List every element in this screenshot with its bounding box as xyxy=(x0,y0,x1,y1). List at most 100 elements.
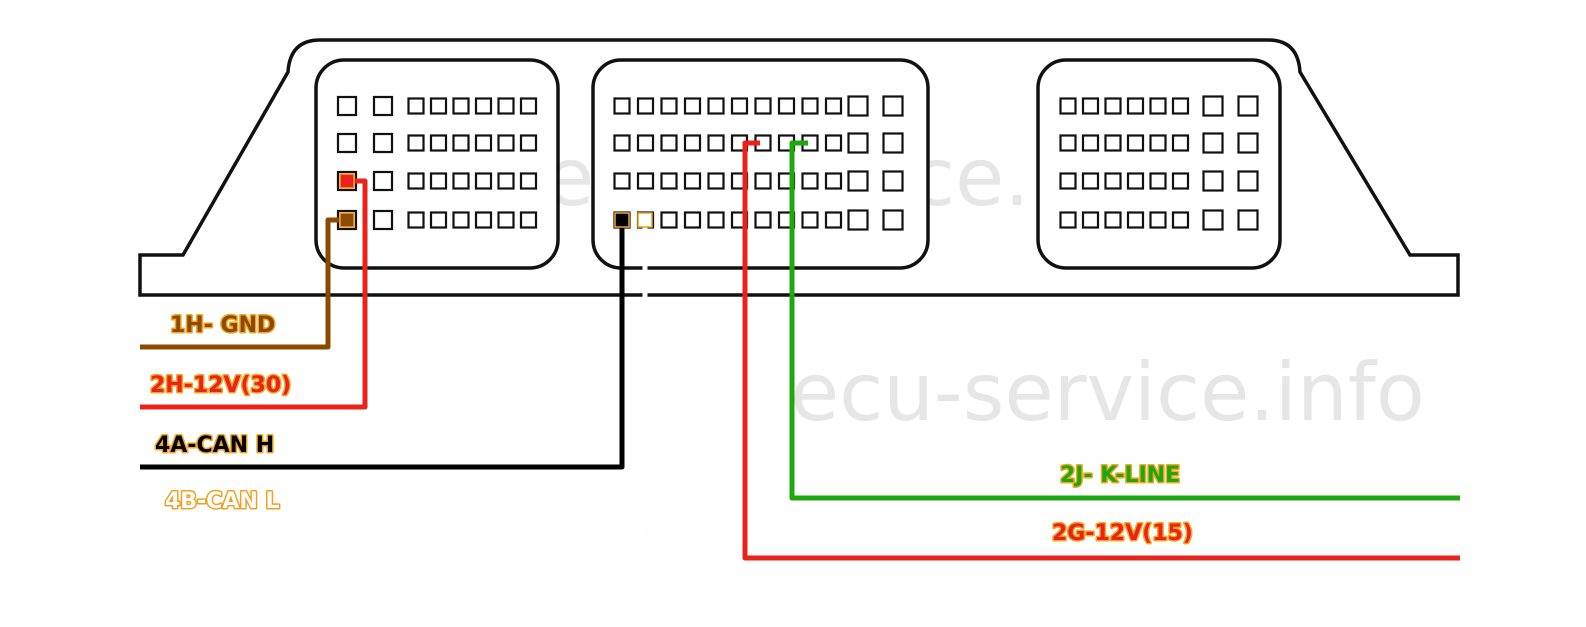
pin xyxy=(754,172,772,190)
pin xyxy=(336,132,358,154)
pin xyxy=(497,172,515,190)
pin xyxy=(613,97,631,115)
pin xyxy=(1104,134,1122,152)
pin xyxy=(683,211,702,229)
pin xyxy=(1237,132,1259,154)
pin xyxy=(1126,211,1145,229)
pin-grid xyxy=(336,95,1259,231)
pin xyxy=(707,97,725,115)
pin xyxy=(707,134,725,152)
pin xyxy=(824,134,843,152)
pin xyxy=(1171,97,1190,115)
pin xyxy=(1126,134,1145,152)
pin xyxy=(429,134,448,152)
pin xyxy=(372,209,394,231)
pin xyxy=(1202,95,1224,117)
pin xyxy=(519,211,538,229)
pin xyxy=(754,211,772,229)
pin xyxy=(1149,211,1167,229)
pin xyxy=(730,97,749,115)
pin xyxy=(882,95,904,117)
connector-3 xyxy=(1036,58,1282,270)
pin xyxy=(1081,172,1100,190)
pin xyxy=(777,97,796,115)
pin xyxy=(1081,134,1100,152)
pin xyxy=(847,170,869,192)
label-can-l: 4B-CAN L xyxy=(165,489,279,514)
pin xyxy=(407,211,425,229)
pin xyxy=(882,209,904,231)
ecu-housing xyxy=(138,38,1460,297)
wire-can-l-pin xyxy=(637,212,653,228)
pin xyxy=(660,211,678,229)
pin xyxy=(636,134,655,152)
pin xyxy=(452,211,470,229)
pin xyxy=(1126,97,1145,115)
wire-gnd-pin xyxy=(339,212,355,228)
pin xyxy=(636,172,655,190)
label-k-line: 2J- K-LINE xyxy=(1060,463,1180,488)
pin xyxy=(452,172,470,190)
pin xyxy=(707,172,725,190)
pin xyxy=(519,134,538,152)
pin xyxy=(1149,172,1167,190)
pin xyxy=(1059,134,1077,152)
pin xyxy=(429,172,448,190)
pin xyxy=(1171,211,1190,229)
wire-12v30-pin xyxy=(339,173,355,189)
label-can-h: 4A-CAN H xyxy=(155,433,274,458)
pin xyxy=(613,134,631,152)
pin xyxy=(683,134,702,152)
pin xyxy=(683,172,702,190)
pin xyxy=(882,170,904,192)
pin xyxy=(407,172,425,190)
pin xyxy=(1104,172,1122,190)
pin xyxy=(474,97,493,115)
pin xyxy=(429,97,448,115)
pin xyxy=(497,134,515,152)
pin xyxy=(1104,211,1122,229)
pin xyxy=(660,134,678,152)
wire-gnd xyxy=(140,217,347,350)
pin xyxy=(847,132,869,154)
pin xyxy=(660,172,678,190)
wires xyxy=(140,140,1460,561)
pin xyxy=(847,95,869,117)
wire-k-line xyxy=(789,140,1460,501)
pin xyxy=(1171,172,1190,190)
pin xyxy=(1081,211,1100,229)
pin xyxy=(660,97,678,115)
pin xyxy=(801,97,819,115)
pin xyxy=(1237,95,1259,117)
pin xyxy=(474,172,493,190)
pin xyxy=(1059,172,1077,190)
label-12v15: 2G-12V(15) xyxy=(1052,521,1193,546)
pin xyxy=(1059,97,1077,115)
pin xyxy=(474,134,493,152)
pin xyxy=(1149,134,1167,152)
pin xyxy=(1126,172,1145,190)
pin xyxy=(882,132,904,154)
pin xyxy=(372,95,394,117)
pin xyxy=(1237,209,1259,231)
pin xyxy=(519,172,538,190)
pin xyxy=(1202,132,1224,154)
pin xyxy=(613,172,631,190)
pin xyxy=(1237,170,1259,192)
label-gnd: 1H- GND xyxy=(170,313,275,338)
pin xyxy=(407,134,425,152)
pin xyxy=(497,97,515,115)
pin xyxy=(497,211,515,229)
pin xyxy=(801,172,819,190)
wire-12v30 xyxy=(140,178,368,410)
pin xyxy=(372,170,394,192)
pin xyxy=(801,211,819,229)
wire-can-h-pin xyxy=(614,212,630,228)
pin xyxy=(336,95,358,117)
pin xyxy=(754,97,772,115)
pin xyxy=(1202,209,1224,231)
pin xyxy=(429,211,448,229)
pin xyxy=(847,209,869,231)
pin xyxy=(824,172,843,190)
pin xyxy=(1059,211,1077,229)
